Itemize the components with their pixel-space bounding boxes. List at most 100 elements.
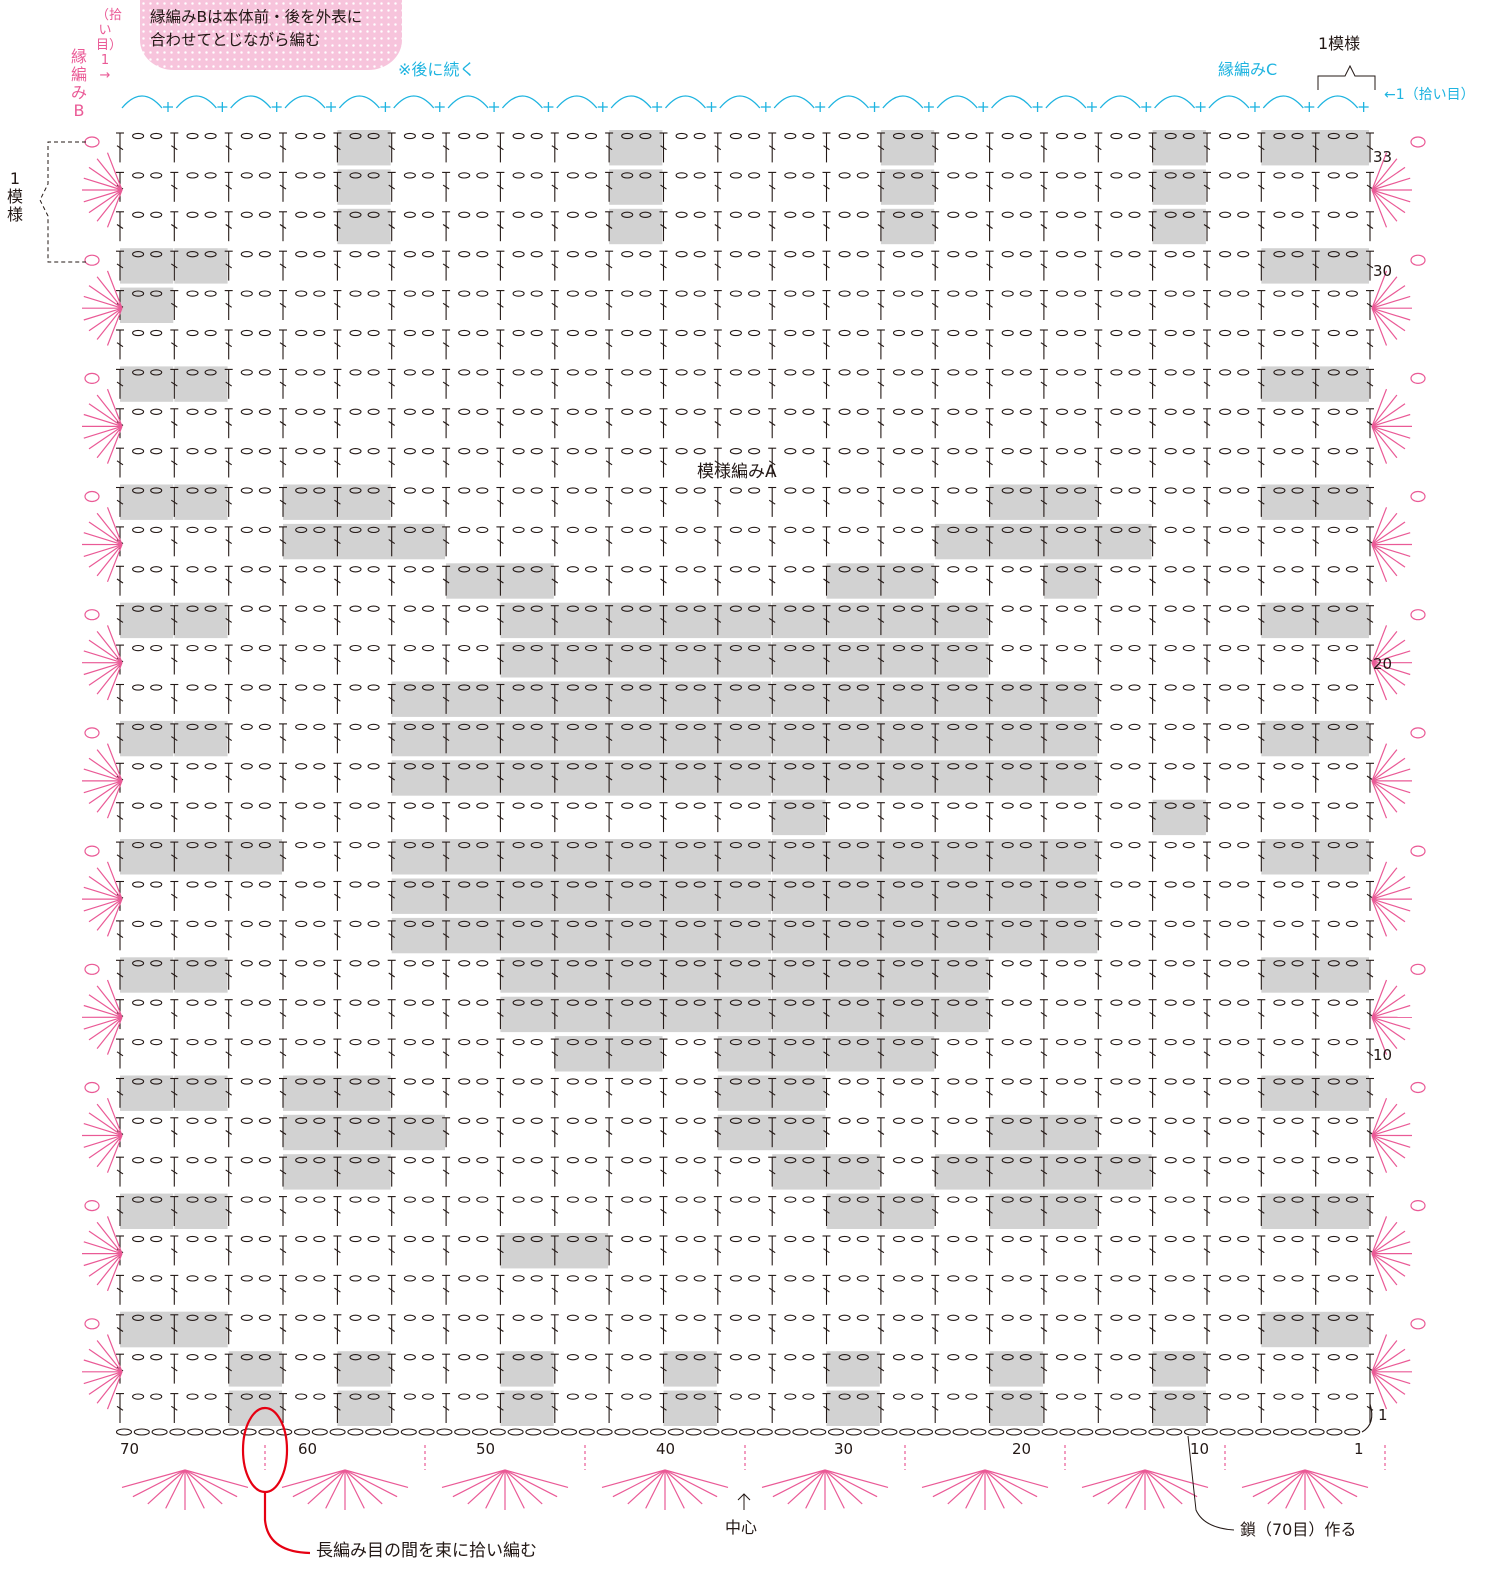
chain-stitch xyxy=(314,685,325,690)
chain-stitch xyxy=(803,1315,814,1320)
chain-stitch xyxy=(1328,1236,1339,1241)
chain-stitch xyxy=(241,606,252,611)
chain-stitch xyxy=(1328,921,1339,926)
chain-stitch xyxy=(296,252,307,257)
chain-stitch xyxy=(1111,961,1122,966)
chain-stitch xyxy=(1346,212,1357,217)
chain-stitch xyxy=(730,212,741,217)
foundation-chain-stitch xyxy=(437,1429,452,1435)
edging-b-left-fan xyxy=(97,190,122,221)
edging-b-right-fan xyxy=(1372,781,1397,812)
chain-stitch xyxy=(839,173,850,178)
chain-stitch xyxy=(839,330,850,335)
chain-stitch xyxy=(1129,764,1140,769)
chain-stitch xyxy=(151,1355,162,1360)
chain-stitch xyxy=(839,409,850,414)
foundation-chain-stitch xyxy=(526,1429,541,1435)
chain-stitch xyxy=(1292,882,1303,887)
chain-stitch xyxy=(567,1355,578,1360)
chain-stitch xyxy=(259,212,270,217)
chain-stitch xyxy=(730,1197,741,1202)
chain-stitch xyxy=(622,370,633,375)
chain-stitch xyxy=(1220,133,1231,138)
chain-stitch xyxy=(966,1355,977,1360)
chain-stitch xyxy=(477,606,488,611)
chain-stitch xyxy=(1111,606,1122,611)
chain-stitch xyxy=(205,1118,216,1123)
chain-stitch xyxy=(1075,1394,1086,1399)
chain-stitch xyxy=(1183,685,1194,690)
edging-b-left-fan xyxy=(84,545,122,557)
chain-stitch xyxy=(948,1394,959,1399)
chain-stitch xyxy=(803,212,814,217)
chain-label: 鎖（70目）作る xyxy=(1240,1522,1356,1538)
foundation-chain-stitch xyxy=(117,1429,132,1435)
edging-b-left-fan xyxy=(84,1017,122,1029)
chain-stitch xyxy=(296,1236,307,1241)
chain-stitch xyxy=(857,527,868,532)
chain-stitch xyxy=(1183,567,1194,572)
chain-stitch xyxy=(966,409,977,414)
chain-stitch xyxy=(749,1276,760,1281)
edging-b-left-fan xyxy=(97,663,122,694)
left-repeat-brace xyxy=(40,142,86,262)
chain-stitch xyxy=(368,921,379,926)
motif-block xyxy=(664,1391,717,1426)
chain-stitch xyxy=(694,173,705,178)
chain-stitch xyxy=(404,567,415,572)
chain-stitch xyxy=(1002,961,1013,966)
edging-b-right-fan xyxy=(1372,533,1410,545)
chain-stitch xyxy=(749,1158,760,1163)
chain-stitch xyxy=(640,1355,651,1360)
chain-stitch xyxy=(1220,409,1231,414)
chain-stitch xyxy=(314,724,325,729)
chain-stitch xyxy=(350,1000,361,1005)
chain-stitch xyxy=(477,1158,488,1163)
chain-stitch xyxy=(894,1118,905,1123)
chain-stitch xyxy=(1075,1040,1086,1045)
chain-stitch xyxy=(912,449,923,454)
chain-stitch xyxy=(314,1394,325,1399)
chain-stitch xyxy=(966,133,977,138)
filled-block xyxy=(120,1076,173,1111)
edging-b-left-fan xyxy=(84,426,122,438)
chain-stitch xyxy=(894,1394,905,1399)
edging-b-right-fan xyxy=(1372,190,1410,202)
chain-stitch xyxy=(803,173,814,178)
chain-stitch xyxy=(1165,291,1176,296)
edging-b-bottom-fan xyxy=(1286,1470,1305,1508)
chain-stitch xyxy=(839,1236,850,1241)
chain-stitch xyxy=(1075,252,1086,257)
chain-stitch xyxy=(259,252,270,257)
chain-stitch xyxy=(803,1197,814,1202)
chain-stitch xyxy=(567,803,578,808)
chain-stitch xyxy=(785,1236,796,1241)
edging-b-bottom-fan xyxy=(453,1470,505,1497)
chain-stitch xyxy=(730,370,741,375)
edging-b-right-fan xyxy=(1372,887,1410,899)
filled-block xyxy=(609,209,662,244)
filled-block xyxy=(1153,209,1206,244)
foundation-chain-stitch xyxy=(1309,1429,1324,1435)
chain-stitch xyxy=(586,1118,597,1123)
chain-stitch xyxy=(676,449,687,454)
chain-stitch xyxy=(1238,921,1249,926)
chain-stitch xyxy=(966,1118,977,1123)
chain-stitch xyxy=(296,1315,307,1320)
chain-stitch xyxy=(133,1000,144,1005)
chain-stitch xyxy=(1165,606,1176,611)
chain-stitch xyxy=(187,1276,198,1281)
chain-stitch xyxy=(205,764,216,769)
edging-b-right-fan xyxy=(1372,781,1410,793)
chain-stitch xyxy=(803,133,814,138)
chain-stitch xyxy=(586,488,597,493)
chain-stitch xyxy=(314,1040,325,1045)
chain-stitch xyxy=(205,173,216,178)
chain-stitch xyxy=(314,291,325,296)
chain-stitch xyxy=(857,1236,868,1241)
chain-stitch xyxy=(948,1276,959,1281)
chain-stitch xyxy=(839,1315,850,1320)
chain-stitch xyxy=(259,1315,270,1320)
chain-stitch xyxy=(1129,173,1140,178)
chain-stitch xyxy=(622,409,633,414)
